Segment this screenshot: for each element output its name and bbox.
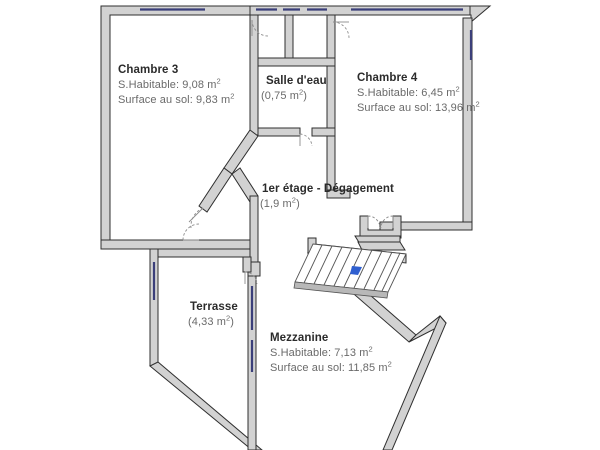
wall-stair-closet-angled bbox=[357, 241, 406, 251]
wall-top-left bbox=[100, 5, 251, 241]
wall-diagonal-degagement-lower bbox=[198, 167, 233, 213]
wall-salledeau-bottom bbox=[257, 127, 301, 137]
wall-top-partition-stub bbox=[284, 14, 294, 59]
door-icon-terrasse bbox=[244, 271, 258, 285]
wall-terrasse-left-angled bbox=[149, 361, 263, 450]
wall-salledeau-left bbox=[249, 14, 259, 136]
staircase-direction-marker-icon bbox=[350, 266, 362, 275]
windows-group bbox=[140, 8, 473, 372]
door-icon-chambre3-bottom bbox=[182, 223, 200, 241]
doors-group bbox=[182, 19, 394, 285]
door-icon-recess-right bbox=[380, 215, 394, 229]
door-icon-recess-left bbox=[367, 215, 381, 229]
wall-salledeau-bottom-right bbox=[311, 127, 336, 137]
door-icon-chambre4-top bbox=[332, 21, 350, 39]
door-icon-chambre3-degagement bbox=[188, 207, 204, 229]
wall-terrasse-right-stub bbox=[242, 256, 252, 273]
wall-bay-corner-top-right bbox=[469, 5, 492, 24]
staircase-treads bbox=[303, 244, 401, 292]
wall-chambre3-bottom bbox=[100, 239, 259, 250]
door-icon-salledeau bbox=[299, 133, 313, 147]
door-icon-chambre3-top bbox=[251, 19, 269, 37]
walls-group bbox=[100, 5, 492, 450]
staircase-rail bbox=[293, 281, 389, 299]
wall-mezzanine-bottom-right bbox=[382, 315, 447, 450]
wall-degagement-stub-right bbox=[326, 189, 351, 199]
wall-terrasse-top bbox=[149, 248, 251, 258]
wall-diagonal-degagement-upper bbox=[223, 129, 259, 175]
staircase-icon bbox=[293, 243, 407, 299]
wall-salledeau-right bbox=[326, 14, 336, 191]
wall-degagement-vertical bbox=[249, 195, 259, 263]
wall-salledeau-top bbox=[257, 57, 336, 67]
